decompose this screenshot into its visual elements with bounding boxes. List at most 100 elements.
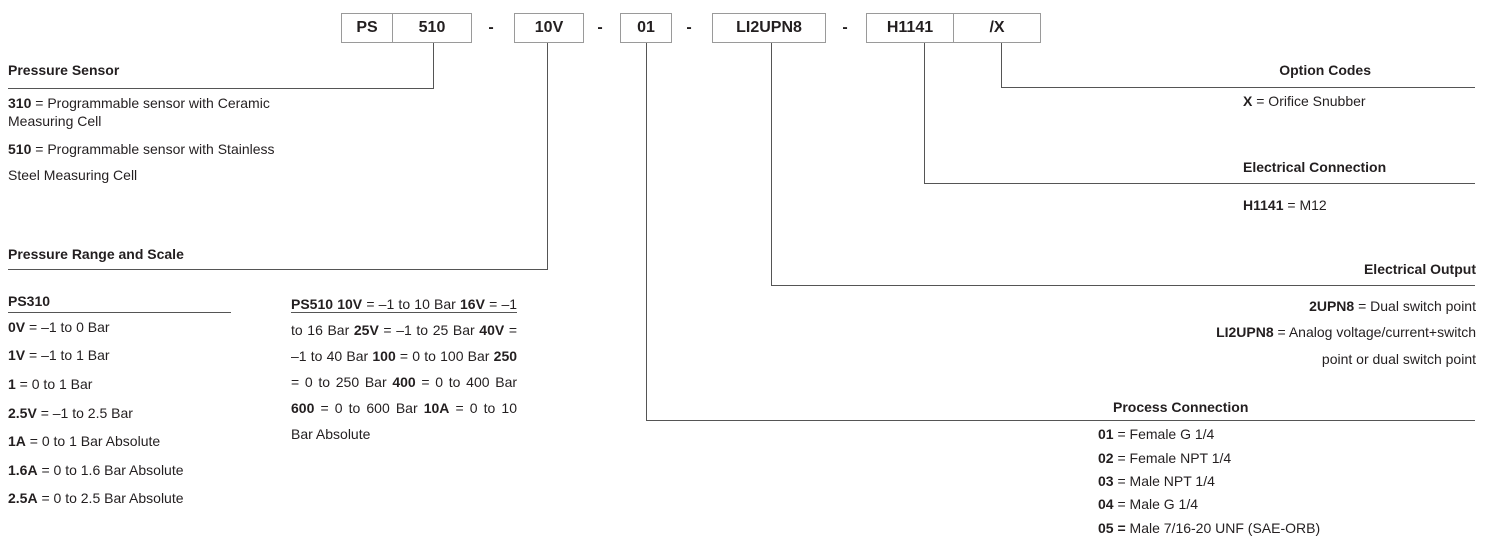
process-code: 01: [1098, 426, 1114, 442]
process-desc: Male 7/16-20 UNF (SAE-ORB): [1125, 520, 1321, 536]
electrical-connection-code: H1141: [1243, 197, 1284, 213]
ps310-desc: = 0 to 1.6 Bar Absolute: [37, 462, 184, 478]
process-item: 01 = Female G 1/4: [1098, 425, 1214, 443]
process-item: 04 = Male G 1/4: [1098, 495, 1198, 513]
process-item: 02 = Female NPT 1/4: [1098, 449, 1231, 467]
process-code: 04: [1098, 496, 1114, 512]
electrical-output-code: LI2UPN8: [1216, 324, 1274, 340]
ps310-item: 1 = 0 to 1 Bar: [8, 375, 92, 393]
option-desc: = Orifice Snubber: [1252, 93, 1366, 109]
ps310-title: PS310: [8, 293, 51, 309]
process-code: 05 =: [1098, 520, 1126, 536]
ps310-desc: = 0 to 2.5 Bar Absolute: [37, 490, 184, 506]
leader-range-h: [8, 269, 548, 270]
code-box-range: 10V: [514, 13, 584, 43]
ps510-code: 400: [392, 374, 416, 390]
leader-option-v: [1001, 43, 1002, 88]
ps310-item: 2.5V = –1 to 2.5 Bar: [8, 404, 133, 422]
leader-electrical-v: [924, 43, 925, 184]
process-connection-heading: Process Connection: [1113, 399, 1249, 415]
code-box-sensor: 510: [392, 13, 472, 43]
electrical-output-code: 2UPN8: [1309, 298, 1355, 314]
ps310-code: 0V: [8, 319, 26, 335]
ps510-desc: = 0 to 100 Bar: [395, 348, 490, 364]
process-code: 03: [1098, 473, 1114, 489]
electrical-output-item-cont: point or dual switch point: [1321, 351, 1476, 367]
ps510-code: 10V: [337, 296, 363, 312]
ps310-code: 1.6A: [8, 462, 38, 478]
process-desc: = Female G 1/4: [1113, 426, 1215, 442]
electrical-output-desc: = Analog voltage/current+switch: [1273, 324, 1476, 340]
sensor-desc: = Programmable sensor with Stainless: [31, 141, 275, 157]
code-box-output: LI2UPN8: [712, 13, 826, 43]
process-desc: = Male NPT 1/4: [1113, 473, 1215, 489]
leader-process-v: [646, 43, 647, 421]
ps510-title: PS510: [291, 296, 334, 312]
ps310-desc: = –1 to 1 Bar: [25, 347, 110, 363]
electrical-output-item: LI2UPN8 = Analog voltage/current+switch: [1000, 323, 1476, 341]
electrical-connection-desc: = M12: [1283, 197, 1327, 213]
ps310-item: 0V = –1 to 0 Bar: [8, 318, 110, 336]
leader-sensor-h: [8, 88, 434, 89]
process-item: 05 = Male 7/16-20 UNF (SAE-ORB): [1098, 519, 1320, 537]
sensor-item-cont: Steel Measuring Cell: [8, 167, 138, 183]
ps510-desc: = –1 to 40 Bar: [291, 322, 518, 364]
electrical-connection-heading: Electrical Connection: [1243, 159, 1387, 175]
ps510-desc: = 0 to 600 Bar: [314, 400, 418, 416]
option-code: X: [1243, 93, 1253, 109]
ps510-list: PS510 10V = –1 to 10 Bar 16V = –1 to 16 …: [291, 291, 517, 447]
sensor-desc: = Programmable sensor with Ceramic: [31, 95, 270, 111]
ps510-desc: = 0 to 250 Bar: [291, 374, 387, 390]
ps510-desc: = –1 to 10 Bar: [362, 296, 456, 312]
ps310-code: 1V: [8, 347, 26, 363]
leader-output-v: [771, 43, 772, 286]
ps310-desc: = 0 to 1 Bar Absolute: [25, 433, 161, 449]
separator: -: [488, 19, 494, 36]
sensor-item: 310 = Programmable sensor with Ceramic: [8, 94, 270, 112]
ps510-code: 250: [493, 348, 518, 364]
ps310-code: 1A: [8, 433, 26, 449]
pressure-range-heading: Pressure Range and Scale: [8, 246, 184, 262]
ps310-desc: = –1 to 2.5 Bar: [36, 405, 133, 421]
ps310-desc: = –1 to 0 Bar: [25, 319, 110, 335]
leader-electrical-h: [924, 183, 1475, 184]
process-desc: = Male G 1/4: [1113, 496, 1199, 512]
ps310-code: 2.5V: [8, 405, 37, 421]
ps510-desc: = –1 to 25 Bar: [378, 322, 475, 338]
electrical-output-heading: Electrical Output: [1363, 261, 1476, 277]
leader-sensor-v: [433, 43, 434, 89]
leader-process-h: [646, 420, 1475, 421]
ps510-code: 40V: [479, 322, 505, 338]
ps310-code: 2.5A: [8, 490, 38, 506]
ps510-desc: = –1 to 16 Bar: [291, 296, 518, 338]
ps510-desc: = 0 to 400 Bar: [415, 374, 518, 390]
ps510-code: 10A: [423, 400, 450, 416]
option-codes-heading: Option Codes: [1279, 62, 1371, 78]
leader-output-h: [771, 285, 1475, 286]
separator: -: [597, 19, 603, 36]
sensor-item-cont: Measuring Cell: [8, 113, 102, 129]
ps310-item: 1.6A = 0 to 1.6 Bar Absolute: [8, 461, 184, 479]
code-box-electrical: H1141: [866, 13, 954, 43]
code-box-series: PS: [341, 13, 393, 43]
ps310-item: 1A = 0 to 1 Bar Absolute: [8, 432, 160, 450]
ps510-rule: [291, 312, 517, 313]
ps310-item: 1V = –1 to 1 Bar: [8, 346, 110, 364]
electrical-output-desc: = Dual switch point: [1354, 298, 1476, 314]
code-box-option: /X: [953, 13, 1041, 43]
ps310-code: 1: [8, 376, 16, 392]
electrical-connection-item: H1141 = M12: [1243, 196, 1327, 214]
ps510-code: 25V: [353, 322, 379, 338]
leader-range-v: [547, 43, 548, 270]
sensor-item: 510 = Programmable sensor with Stainless: [8, 140, 275, 158]
sensor-code: 510: [8, 141, 32, 157]
sensor-code: 310: [8, 95, 32, 111]
code-box-process: 01: [620, 13, 672, 43]
separator: -: [842, 19, 848, 36]
pressure-sensor-heading: Pressure Sensor: [8, 62, 120, 78]
electrical-output-item: 2UPN8 = Dual switch point: [1000, 297, 1476, 315]
ps310-rule: [8, 312, 231, 313]
ps510-desc: = 0 to 10 Bar Absolute: [291, 400, 518, 442]
option-item: X = Orifice Snubber: [1243, 92, 1366, 110]
ps510-code: 100: [372, 348, 396, 364]
